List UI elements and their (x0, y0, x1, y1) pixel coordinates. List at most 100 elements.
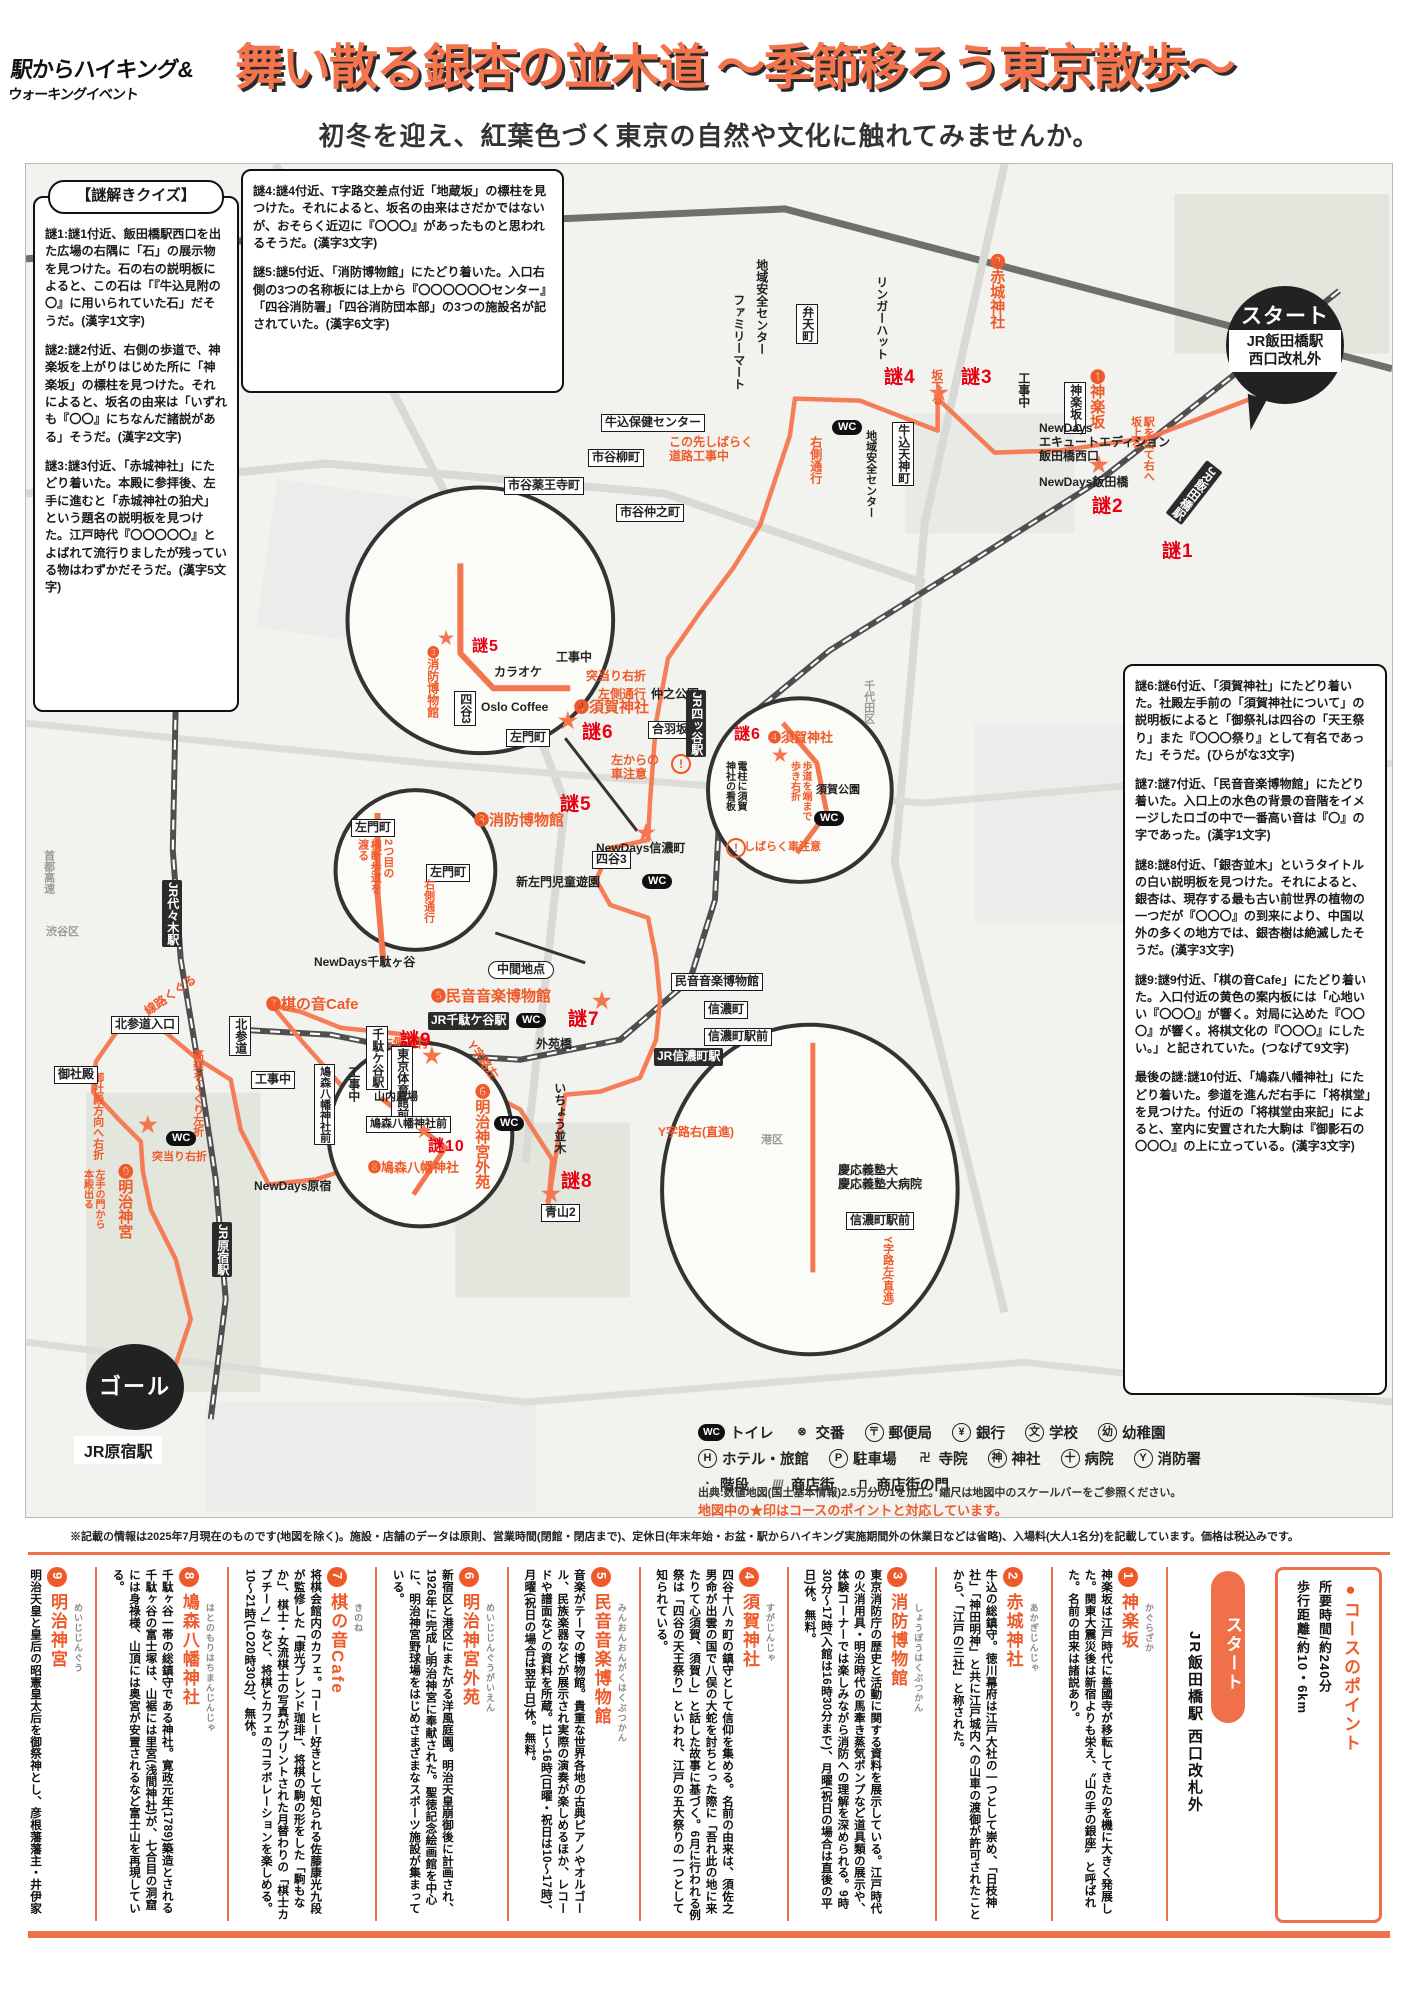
map-label-layer: 地域安全センターファミリーマートリンガーハット弁天町牛込保健センターこの先しばら… (26, 164, 1392, 1517)
logo-line2: ウォーキングイベント (7, 86, 139, 102)
route-instruction: この先しばらく 道路工事中 (669, 435, 754, 463)
place-sign: 信濃町 (704, 1001, 749, 1019)
place-sign: 民音音楽博物館 (671, 973, 764, 991)
course-map: 地域安全センターファミリーマートリンガーハット弁天町牛込保健センターこの先しばら… (25, 163, 1393, 1518)
quiz-box-1: 謎1:謎1付近、飯田橋駅西口を出た広場の右隅に「石」の展示物を見つけた。石の右の… (33, 196, 239, 712)
fire-station-icon: Y (1133, 1449, 1153, 1468)
legend-label: 寺院 (938, 1452, 968, 1468)
point-reading: すがじんじゃ (765, 1603, 776, 1663)
course-points-section: ●コースのポイント 所要時間/約240分 歩行距離/約10・6km スタート J… (28, 1552, 1390, 1938)
point-number: 6 (458, 1567, 479, 1587)
route-instruction: 左手の門から 本殿出る (81, 1169, 105, 1229)
toilet-badge: WC (642, 874, 673, 889)
point-body: 千駄ヶ谷一帯の総鎮守である神社。寛政元年(1789)築造とされる千駄ヶ谷の富士塚… (111, 1569, 174, 1915)
point-reading: きのね (353, 1603, 364, 1633)
place-sign: 市谷柳町 (588, 449, 645, 467)
goal-station: JR原宿駅 (74, 1436, 163, 1464)
course-time: 所要時間/約240分 (1317, 1580, 1332, 1694)
point-number: 9 (47, 1567, 68, 1587)
legend-label: 神社 (1011, 1452, 1041, 1468)
start-station-exit: 西口改札外 (1248, 352, 1322, 369)
course-star-icon: ★ (558, 708, 578, 733)
map-label: 地域安全センター (864, 430, 877, 518)
legend-item: ⊗交番 (794, 1422, 845, 1443)
course-start: スタート JR飯田橋駅 西口改札外 (1166, 1567, 1261, 1921)
course-distance: 歩行距離/約10・6km (1295, 1580, 1310, 1715)
kindergarten-icon: 幼 (1098, 1423, 1117, 1442)
quiz-marker: 謎1 (1162, 541, 1194, 562)
shopping-street-icon: //// (772, 1477, 783, 1492)
point-number: 5 (590, 1567, 611, 1587)
place-sign: 左門町 (426, 864, 471, 882)
course-point-8: はとのもりはちまんじんじゃ 8鳩森八幡神社 千駄ヶ谷一帯の総鎮守である神社。寛政… (95, 1567, 227, 1921)
map-label: 工事中 (1016, 372, 1031, 408)
quiz-marker: 謎10 (428, 1138, 465, 1155)
quiz-box-2: 謎4:謎4付近、T字路交差点付近「地蔵坂」の標柱を見つけた。それによると、坂名の… (241, 169, 564, 393)
start-station: JR飯田橋駅 西口改札外 (1229, 330, 1341, 373)
map-label: 工事中 (556, 650, 593, 664)
quiz-marker: 謎6 (734, 726, 761, 743)
place-sign: 中間地点 (488, 961, 555, 979)
map-label: ファミリーマート (731, 294, 746, 390)
place-sign: 市谷仲之町 (616, 504, 685, 522)
point-body: 音楽がテーマの博物館。貴重な世界各地の古典ピアノやオルゴール、民族楽器などが展示… (523, 1569, 586, 1917)
point-heading: 4須賀神社 (737, 1567, 762, 1921)
point-reading: みんおんおんがくはくぶつかん (616, 1603, 627, 1743)
point-number: 3 (887, 1567, 908, 1587)
course-star-icon: ★ (636, 820, 656, 845)
source-note: 出典:数値地図(国土基本情報)2.5万分の1を加工。縮尺は地図中のスケールバーを… (698, 1487, 1182, 1499)
toilet-badge: WC (494, 1116, 525, 1131)
point-heading: 7棋の音Cafe (325, 1567, 350, 1921)
page-subtitle: 初冬を迎え、紅葉色づく東京の自然や文化に触れてみませんか。 (318, 121, 1100, 151)
point-heading: 6明治神宮外苑 (457, 1567, 482, 1921)
district-label: 渋谷区 (46, 926, 79, 938)
toilet-badge: WC (814, 811, 845, 826)
map-label: NewDays飯田橋 (1039, 475, 1129, 489)
shrine-icon: 神 (987, 1449, 1007, 1468)
course-star-icon: ★ (541, 1181, 561, 1206)
route-instruction: 突当り右折 (152, 1151, 207, 1163)
district-label: 千代田区 (862, 680, 875, 724)
course-star-icon: ★ (772, 745, 789, 765)
quiz-box-title: 【謎解きクイズ】 (48, 180, 224, 214)
point-number: 8 (178, 1567, 199, 1587)
point-number: 2 (1002, 1567, 1023, 1587)
school-icon: 文 (1025, 1423, 1044, 1442)
quiz-9: 謎9:謎9付近、「棋の音Cafe」にたどり着いた。入口付近の黄色の案内板には「心… (1135, 972, 1367, 1056)
legend-label: 交番 (815, 1426, 845, 1442)
course-point-4: すがじんじゃ 4須賀神社 四谷十八ヵ町の鎮守として信仰を集める。名前の由来は、須… (638, 1567, 787, 1921)
place-sign: 御社殿 (54, 1066, 99, 1084)
legend-label: 階段 (720, 1478, 749, 1494)
course-point-label: ❹須賀神社 (768, 730, 834, 745)
quiz-6: 謎6:謎6付近、「須賀神社」にたどり着いた。社殿左手前の「須賀神社について」の説… (1135, 679, 1365, 762)
course-star-icon: ★ (416, 1121, 433, 1141)
point-body: 神楽坂は江戸時代に善國寺が移転してきたのを機に大きく発展した。関東大震災後は新宿… (1067, 1569, 1113, 1915)
map-label: 外苑橋 (536, 1037, 573, 1051)
course-star-icon: ★ (929, 380, 949, 405)
station-label: JR飯田橋駅 (1165, 460, 1223, 526)
place-sign: 北参道 (229, 1016, 251, 1056)
goal-bubble: ゴール (86, 1344, 184, 1430)
map-label: Oslo Coffee (481, 700, 549, 714)
course-star-icon: ★ (592, 988, 612, 1013)
legend-item: ////商店街 (769, 1474, 834, 1495)
route-instruction: 坂下る (929, 369, 944, 405)
course-point-label: ❾明治神宮 (116, 1164, 134, 1239)
start-station-name: JR飯田橋駅 (1246, 334, 1324, 350)
point-name: 鳩森八幡神社 (179, 1593, 199, 1707)
map-label: 新左門児童遊園 (516, 875, 601, 889)
place-sign: 鳩森八幡神社前 (366, 1116, 451, 1133)
eki-kara-hiking-logo: 駅からハイキング& ウォーキングイベント (7, 52, 232, 104)
point-number: 1 (1118, 1567, 1138, 1587)
point-heading: 9明治神宮 (45, 1567, 70, 1921)
station-label: JR四ッ谷駅 (686, 690, 706, 758)
toilet-badge: WC (166, 1131, 197, 1146)
start-bubble: スタート JR飯田橋駅 西口改札外 (1226, 286, 1344, 404)
point-body: 将棋会館内のカフェ。コーヒー好きとして知られる佐藤康光九段が監修した「康光ブレン… (243, 1569, 323, 1921)
course-point-2: あかぎじんじゃ 2赤城神社 牛込の総鎮守。徳川幕府は江戸大社の一つとして崇め、「… (935, 1567, 1050, 1921)
district-label: 港区 (761, 1134, 783, 1146)
quiz-marker: 謎4 (884, 367, 916, 388)
place-sign: 四谷3 (592, 851, 631, 869)
